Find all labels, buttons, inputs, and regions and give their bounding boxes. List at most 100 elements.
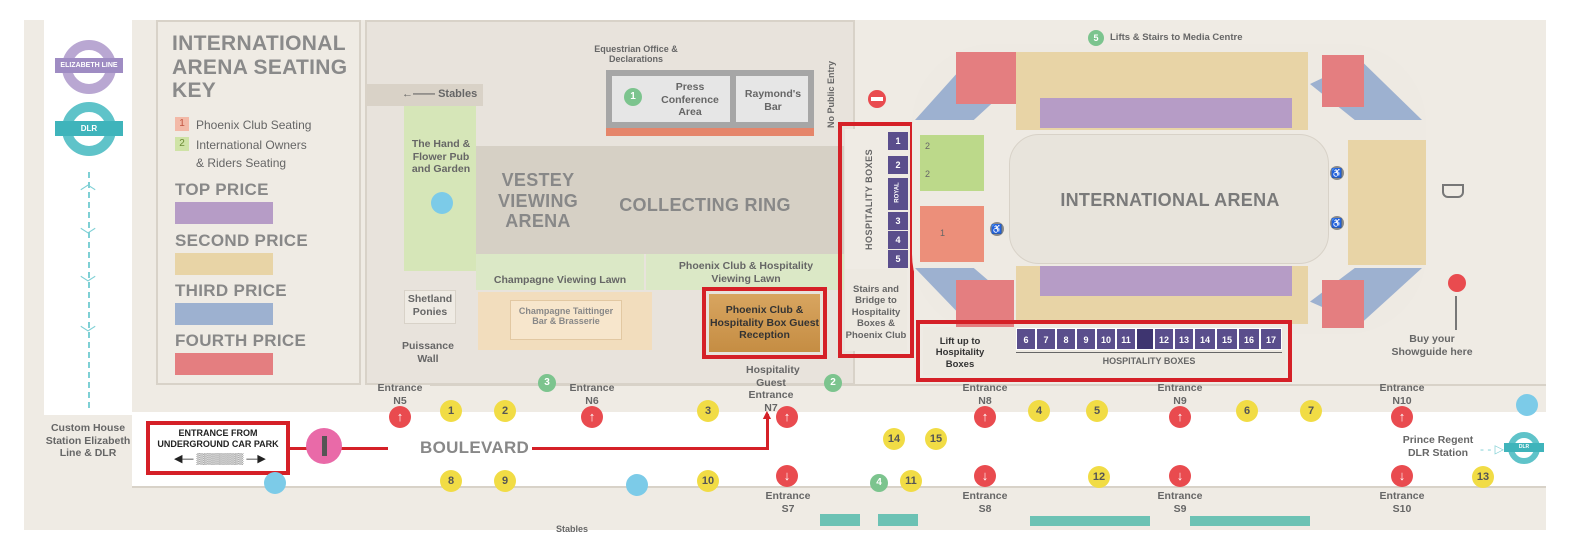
pub-garden — [404, 106, 476, 271]
phoenix-reception[interactable] — [709, 294, 820, 352]
hospitality-box[interactable]: 3 — [888, 212, 908, 230]
food-point[interactable]: 11 — [900, 470, 922, 492]
food-point[interactable]: 5 — [1086, 400, 1108, 422]
stable-block — [820, 514, 860, 526]
food-point[interactable]: 4 — [1028, 400, 1050, 422]
route-line-up — [766, 414, 769, 450]
food-icon — [431, 192, 453, 214]
food-point[interactable]: 15 — [925, 428, 947, 450]
car-park-entrance[interactable] — [150, 425, 286, 471]
entrance-s8-label: Entrance S8 — [962, 490, 1008, 515]
raymonds-bar-label: Raymond's Bar — [744, 88, 802, 113]
taittinger-bar — [510, 300, 622, 340]
entrance-n10-icon[interactable]: ↑ — [1391, 406, 1413, 428]
entrance-n5-label: Entrance N5 — [377, 382, 423, 407]
phoenix-lawn — [646, 254, 844, 290]
hospitality-box[interactable]: 7 — [1036, 328, 1056, 350]
entrance-n6-icon[interactable]: ↑ — [581, 406, 603, 428]
hospitality-boxes-label: HOSPITALITY BOXES — [1102, 356, 1196, 366]
hospitality-box[interactable]: 10 — [1096, 328, 1116, 350]
entrance-s10-icon[interactable]: ↓ — [1391, 465, 1413, 487]
shetland-box — [404, 290, 456, 324]
entrance-n8-icon[interactable]: ↑ — [974, 406, 996, 428]
hospitality-box[interactable]: 4 — [888, 231, 908, 249]
walking-route-line — [88, 172, 90, 408]
lifts-media-label: Lifts & Stairs to Media Centre — [1110, 32, 1243, 43]
horizontal-boxes: 6 7 8 9 10 11 12 13 14 15 16 17 18 — [1016, 328, 1282, 350]
hospitality-box[interactable]: 17 — [1260, 328, 1282, 350]
hospitality-box[interactable]: 1 — [888, 132, 908, 150]
royal-box[interactable]: ROYAL — [888, 178, 908, 210]
food-point[interactable]: 8 — [440, 470, 462, 492]
vertical-boxes: 1 2 ROYAL 3 4 5 — [888, 132, 908, 268]
food-point[interactable]: 1 — [440, 400, 462, 422]
stairs-bridge — [845, 269, 907, 351]
entrance-s8-icon[interactable]: ↓ — [974, 465, 996, 487]
phoenix-club-seating[interactable] — [920, 206, 984, 262]
press-conference-label: Press Conference Area — [661, 81, 719, 119]
hospitality-box[interactable]: 8 — [1056, 328, 1076, 350]
bottom-margin — [0, 530, 1580, 550]
owners-riders-seating[interactable] — [920, 135, 984, 191]
chevron-up-icon: ︿ — [80, 176, 97, 193]
food-point[interactable]: 6 — [1236, 400, 1258, 422]
food-point[interactable]: 12 — [1088, 466, 1110, 488]
northeast-fourth[interactable] — [1322, 55, 1364, 107]
champagne-lawn-label: Champagne Viewing Lawn — [493, 274, 627, 286]
toilets-icon[interactable] — [626, 474, 648, 496]
chevron-down-icon: ﹀ — [80, 326, 97, 343]
entrance-n5-icon[interactable]: ↑ — [389, 406, 411, 428]
hospitality-box[interactable]: 2 — [888, 156, 908, 174]
north-stand-top[interactable] — [1040, 98, 1292, 128]
hospitality-box[interactable]: 15 — [1216, 328, 1238, 350]
car-park-frame — [146, 421, 290, 475]
second-price-swatch — [175, 253, 273, 275]
car-park-label: ENTRANCE FROM UNDERGROUND CAR PARK — [157, 428, 279, 449]
east-stand-second[interactable] — [1348, 140, 1426, 265]
entrance-n8-label: Entrance N8 — [962, 382, 1008, 407]
third-price-label: THIRD PRICE — [175, 281, 287, 300]
top-price-label: TOP PRICE — [175, 180, 269, 199]
food-point[interactable]: 7 — [1300, 400, 1322, 422]
phoenix-seating-num: 1 — [940, 228, 946, 238]
stairs-bridge-label: Stairs and Bridge to Hospitality Boxes &… — [845, 284, 907, 341]
hospitality-box[interactable]: 12 — [1154, 328, 1174, 350]
entrance-n7-icon[interactable]: ↑ — [776, 406, 798, 428]
elizabeth-line-bar: ELIZABETH LINE — [55, 58, 123, 73]
hospitality-box[interactable]: 16 — [1238, 328, 1260, 350]
stable-block — [878, 514, 918, 526]
coffee-icon — [1442, 184, 1464, 198]
stables-path — [365, 84, 483, 106]
food-point[interactable]: 14 — [883, 428, 905, 450]
food-point[interactable]: 9 — [494, 470, 516, 492]
accessible-icon: ♿ — [1330, 216, 1344, 230]
entrance-s7-icon[interactable]: ↓ — [776, 465, 798, 487]
hospitality-box[interactable]: 11 — [1116, 328, 1136, 350]
car-park-arrows: ◀— ▒▒▒▒▒▒ —▶ — [174, 453, 266, 465]
hospitality-box[interactable]: 14 — [1194, 328, 1216, 350]
accessible-icon: ♿ — [990, 222, 1004, 236]
toilets-icon[interactable] — [264, 472, 286, 494]
legend-2-label: International Owners — [196, 138, 307, 152]
chevron-down-icon: ﹀ — [80, 276, 97, 293]
southeast-fourth[interactable] — [1322, 280, 1364, 328]
green-point: 3 — [538, 374, 556, 392]
food-point[interactable]: 2 — [494, 400, 516, 422]
route-line — [532, 447, 768, 450]
food-point[interactable]: 13 — [1472, 466, 1494, 488]
toilets-icon[interactable] — [1516, 394, 1538, 416]
entrance-s9-icon[interactable]: ↓ — [1169, 465, 1191, 487]
hospitality-box[interactable]: 13 — [1174, 328, 1194, 350]
northwest-fourth[interactable] — [956, 52, 1016, 104]
south-stand-top[interactable] — [1040, 266, 1292, 296]
green-point: 2 — [824, 374, 842, 392]
entrance-n9-icon[interactable]: ↑ — [1169, 406, 1191, 428]
hospitality-box[interactable]: 9 — [1076, 328, 1096, 350]
owners-seating-num: 2 — [925, 141, 931, 151]
food-point[interactable]: 10 — [697, 470, 719, 492]
phoenix-lawn-label: Phoenix Club & Hospitality Viewing Lawn — [678, 260, 814, 285]
hospitality-box[interactable]: 5 — [888, 250, 908, 268]
right-margin — [1546, 0, 1580, 550]
food-point[interactable]: 3 — [697, 400, 719, 422]
hospitality-box[interactable]: 6 — [1016, 328, 1036, 350]
